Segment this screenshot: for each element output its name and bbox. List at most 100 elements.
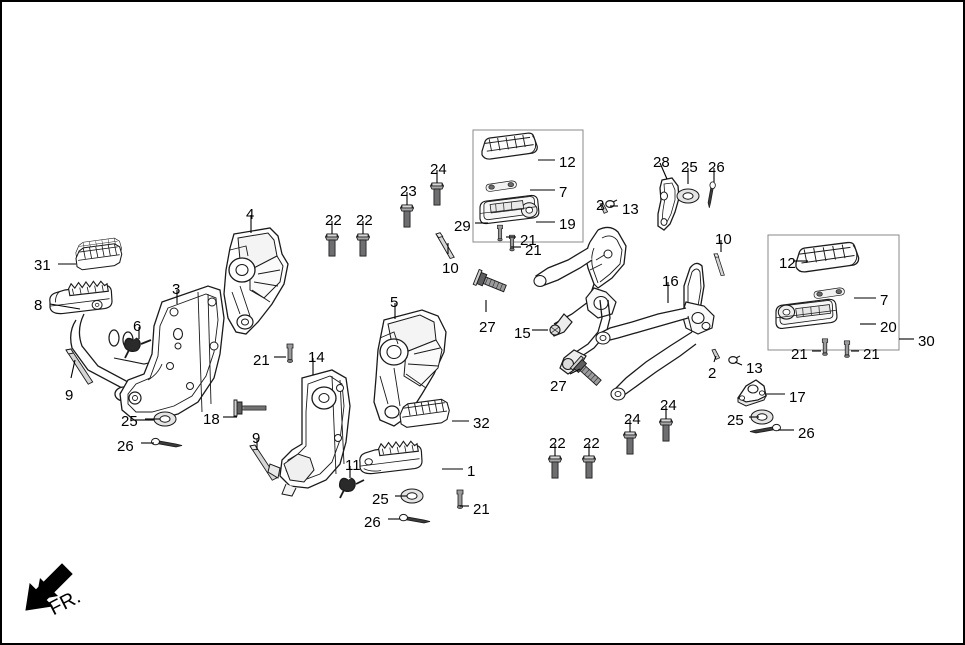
callout-number-2: 2: [708, 365, 717, 382]
callout-number-23: 23: [400, 183, 417, 200]
leader-line-28: [659, 162, 668, 180]
callout-number-22: 22: [325, 212, 342, 229]
part-24-bolt-b: [623, 431, 637, 455]
callout-number-21: 21: [520, 232, 537, 249]
callout-number-4: 4: [246, 206, 255, 223]
part-32-rubber-cover-left: [399, 398, 450, 428]
part-10-pin-b: [705, 251, 733, 278]
callout-number-22: 22: [356, 212, 373, 229]
callout-number-25: 25: [372, 491, 389, 508]
callout-number-12: 12: [559, 154, 576, 171]
callout-number-11: 11: [345, 457, 361, 474]
leader-line-2: [601, 204, 605, 210]
callout-number-21: 21: [253, 352, 270, 369]
callout-number-15: 15: [514, 325, 531, 342]
part-24-bolt-a: [430, 182, 444, 206]
callout-number-14: 14: [308, 349, 325, 366]
part-8-footpeg-right-front: [49, 280, 113, 315]
callout-number-24: 24: [430, 161, 447, 178]
callout-number-9: 9: [65, 387, 74, 404]
callout-number-25: 25: [121, 413, 138, 430]
callout-number-21: 21: [473, 501, 490, 518]
part-26-cotter-b: [399, 513, 431, 524]
part-22-bolt-c: [548, 455, 562, 479]
callout-number-28: 28: [653, 154, 670, 171]
callout-number-26: 26: [117, 438, 134, 455]
callout-number-7: 7: [880, 292, 889, 309]
part-6-spring-torsion-left: [123, 337, 152, 359]
part-22-bolt-d: [582, 455, 596, 479]
part-27-bolt-a: [472, 268, 507, 293]
callout-number-16: 16: [662, 273, 679, 290]
part-21-bolt-e: [821, 338, 829, 356]
part-21-bolt-f: [843, 340, 851, 358]
callout-number-30: 30: [918, 333, 935, 350]
callout-number-20: 20: [880, 319, 897, 336]
callout-number-21: 21: [791, 346, 808, 363]
callout-number-9: 9: [252, 430, 261, 447]
callout-number-12: 12: [779, 255, 796, 272]
callout-number-8: 8: [34, 297, 43, 314]
callout-number-2: 2: [596, 197, 605, 214]
callout-number-18: 18: [203, 411, 220, 428]
part-9-pin-a: [56, 346, 102, 386]
part-18-bolt: [233, 399, 267, 417]
part-7-clip-plate-left: [485, 180, 517, 192]
part-7-clip-plate-right: [813, 287, 845, 299]
part-19-footpeg-passenger-left: [479, 194, 540, 225]
part-21-bolt-c: [497, 224, 503, 242]
leader-line-27: [569, 368, 581, 375]
callout-number-13: 13: [622, 201, 639, 218]
part-26-cotter-d: [749, 423, 781, 434]
callout-number-5: 5: [390, 294, 399, 311]
callout-number-21: 21: [863, 346, 880, 363]
part-31-rubber-cover-right: [75, 237, 123, 271]
part-25-washer-c: [676, 188, 700, 204]
callout-number-32: 32: [473, 415, 490, 432]
callout-number-26: 26: [798, 425, 815, 442]
part-12-rubber-pad-left: [481, 132, 538, 160]
part-20-footpeg-passenger-right: [775, 298, 838, 329]
callout-number-24: 24: [624, 411, 641, 428]
callout-number-25: 25: [681, 159, 698, 176]
part-26-cotter-a: [151, 437, 183, 448]
callout-number-17: 17: [789, 389, 806, 406]
leader-line-9: [70, 359, 76, 379]
group-box-29: [472, 129, 584, 243]
callout-number-21: 21: [525, 242, 542, 259]
part-11-spring-torsion-right: [338, 477, 365, 499]
part-26-cotter-c: [707, 181, 716, 209]
part-21-bolt-d: [509, 234, 515, 252]
callout-number-26: 26: [364, 514, 381, 531]
part-13-clip-b: [728, 355, 741, 364]
callout-number-29: 29: [454, 218, 471, 235]
part-21-bolt-a: [286, 343, 294, 363]
part-22-bolt-a: [325, 233, 339, 257]
part-15-shift-rod-link: [533, 226, 627, 375]
part-1-footpeg-left-front: [359, 440, 423, 475]
part-16-brake-pedal-arm: [595, 262, 715, 401]
part-10-pin-a: [428, 230, 462, 261]
callout-number-27: 27: [479, 319, 496, 336]
part-24-bolt-c: [659, 418, 673, 442]
callout-number-31: 31: [34, 257, 51, 274]
part-23-bolt: [400, 204, 414, 228]
part-12-rubber-pad-right: [795, 241, 860, 273]
orientation-arrow-icon: [25, 563, 73, 611]
leader-line-2: [713, 355, 717, 363]
leader-line-8: [49, 303, 81, 310]
callout-number-19: 19: [559, 216, 576, 233]
callout-number-10: 10: [442, 260, 459, 277]
leader-line-13: [734, 361, 743, 366]
callout-number-27: 27: [550, 378, 567, 395]
part-22-bolt-b: [356, 233, 370, 257]
callout-number-22: 22: [583, 435, 600, 452]
part-27-bolt-b: [569, 355, 602, 386]
part-17-bracket-triangular: [737, 379, 768, 407]
callout-number-7: 7: [559, 184, 568, 201]
group-box-30: [767, 234, 900, 351]
part-3-bracket-plate-left: [119, 285, 225, 421]
callout-number-22: 22: [549, 435, 566, 452]
